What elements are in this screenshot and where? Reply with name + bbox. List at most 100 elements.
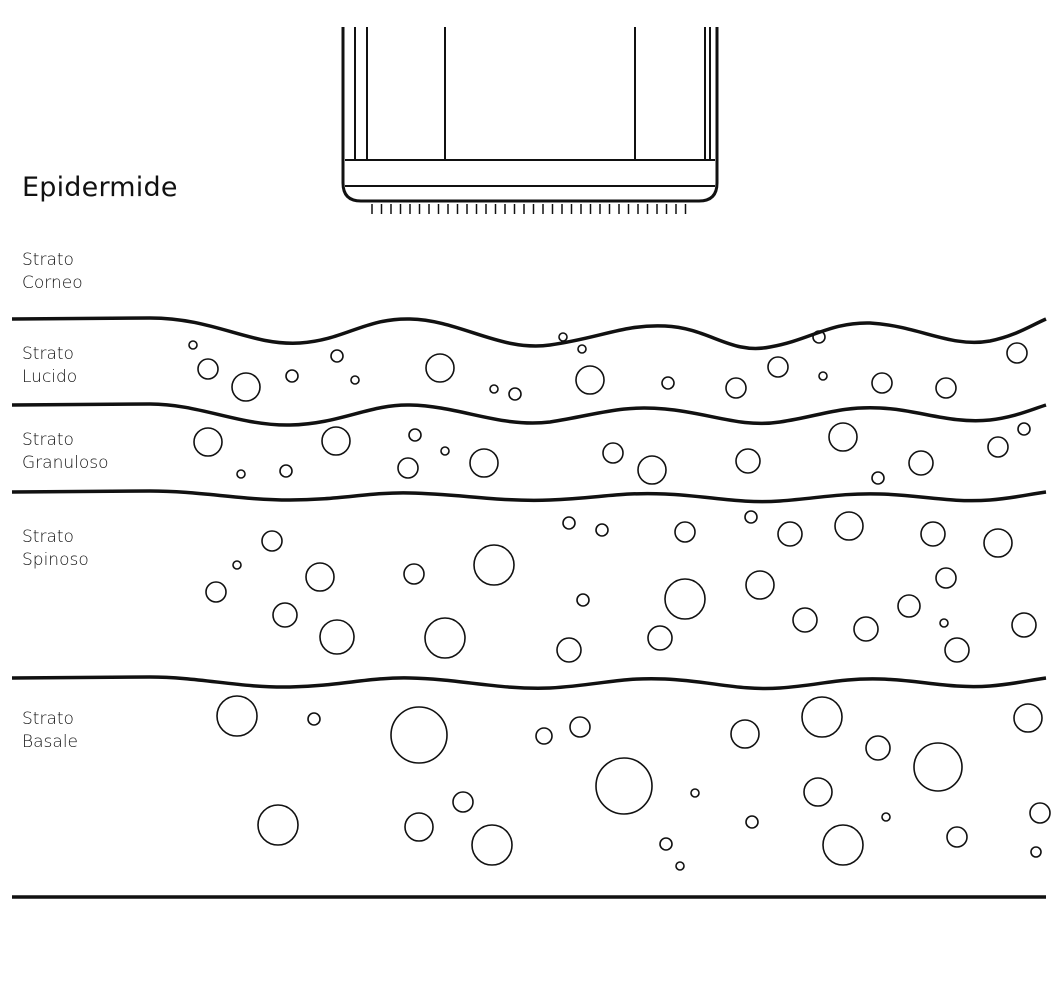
cell bbox=[1011, 612, 1037, 638]
cell bbox=[473, 544, 515, 586]
cell bbox=[595, 523, 609, 537]
cell bbox=[558, 332, 568, 342]
cell bbox=[272, 602, 298, 628]
cell bbox=[865, 735, 891, 761]
microneedle-device-icon bbox=[341, 27, 719, 214]
cell bbox=[319, 619, 355, 655]
layer-label-basale-line1: Strato bbox=[22, 709, 74, 729]
cell bbox=[440, 446, 450, 456]
cell bbox=[828, 422, 858, 452]
cell bbox=[983, 528, 1013, 558]
cell bbox=[745, 570, 775, 600]
cell bbox=[508, 387, 522, 401]
cell bbox=[236, 469, 246, 479]
cell bbox=[285, 369, 299, 383]
layer-label-basale: Strato Basale bbox=[22, 708, 78, 754]
cell bbox=[803, 777, 833, 807]
cell bbox=[881, 812, 891, 822]
device-body-outline bbox=[341, 27, 719, 203]
cell bbox=[602, 442, 624, 464]
layer-boundaries bbox=[11, 316, 1047, 899]
cell bbox=[576, 593, 590, 607]
cell bbox=[1030, 846, 1042, 858]
cell bbox=[675, 861, 685, 871]
cell bbox=[205, 581, 227, 603]
cell bbox=[1029, 802, 1051, 824]
needle-array bbox=[371, 204, 687, 214]
cell bbox=[674, 521, 696, 543]
cell bbox=[595, 757, 653, 815]
cell bbox=[871, 372, 893, 394]
cell bbox=[735, 448, 761, 474]
cell bbox=[834, 511, 864, 541]
cell bbox=[569, 716, 591, 738]
cell bbox=[818, 371, 828, 381]
cell bbox=[935, 377, 957, 399]
cell bbox=[744, 510, 758, 524]
cell bbox=[535, 727, 553, 745]
cell bbox=[188, 340, 198, 350]
cell bbox=[307, 712, 321, 726]
boundary-corneo-lucido bbox=[11, 316, 1047, 351]
cell bbox=[257, 804, 299, 846]
cell bbox=[908, 450, 934, 476]
layer-label-spinoso-line2: Spinoso bbox=[22, 550, 89, 570]
cell bbox=[944, 637, 970, 663]
layer-label-lucido-line2: Lucido bbox=[22, 367, 78, 387]
cell bbox=[822, 824, 864, 866]
cell bbox=[305, 562, 335, 592]
cell bbox=[425, 353, 455, 383]
cell bbox=[577, 344, 587, 354]
cell bbox=[471, 824, 513, 866]
cell bbox=[690, 788, 700, 798]
cell bbox=[661, 376, 675, 390]
layer-label-corneo-line1: Strato bbox=[22, 250, 74, 270]
cell bbox=[871, 471, 885, 485]
cell bbox=[556, 637, 582, 663]
layer-label-corneo: Strato Corneo bbox=[22, 249, 83, 295]
layer-label-granuloso: Strato Granuloso bbox=[22, 429, 109, 475]
cell bbox=[330, 349, 344, 363]
cell bbox=[647, 625, 673, 651]
cell bbox=[792, 607, 818, 633]
cell bbox=[801, 696, 843, 738]
cell bbox=[939, 618, 949, 628]
cell bbox=[452, 791, 474, 813]
cell bbox=[659, 837, 673, 851]
cell bbox=[404, 812, 434, 842]
cell bbox=[730, 719, 760, 749]
boundary-granuloso-spinoso bbox=[11, 489, 1047, 504]
cell bbox=[231, 372, 261, 402]
cell bbox=[321, 426, 351, 456]
cell bbox=[261, 530, 283, 552]
cell bbox=[489, 384, 499, 394]
cell bbox=[216, 695, 258, 737]
cell bbox=[562, 516, 576, 530]
cell bbox=[232, 560, 242, 570]
cell bbox=[664, 578, 706, 620]
cells bbox=[188, 330, 1051, 871]
cell bbox=[193, 427, 223, 457]
layer-label-lucido: Strato Lucido bbox=[22, 343, 77, 389]
cell bbox=[403, 563, 425, 585]
cell bbox=[725, 377, 747, 399]
layer-label-spinoso: Strato Spinoso bbox=[22, 526, 89, 572]
cell bbox=[1013, 703, 1043, 733]
layer-label-spinoso-line1: Strato bbox=[22, 527, 74, 547]
cell bbox=[424, 617, 466, 659]
cell bbox=[946, 826, 968, 848]
cell bbox=[920, 521, 946, 547]
cell bbox=[350, 375, 360, 385]
boundary-lucido-granuloso bbox=[11, 402, 1047, 427]
layer-label-corneo-line2: Corneo bbox=[22, 273, 83, 293]
cell bbox=[777, 521, 803, 547]
cell bbox=[637, 455, 667, 485]
cell bbox=[1017, 422, 1031, 436]
cell bbox=[390, 706, 448, 764]
cell bbox=[745, 815, 759, 829]
diagram-title: Epidermide bbox=[22, 172, 178, 203]
cell bbox=[1006, 342, 1028, 364]
layer-label-lucido-line1: Strato bbox=[22, 344, 74, 364]
cell bbox=[812, 330, 826, 344]
cell bbox=[397, 457, 419, 479]
